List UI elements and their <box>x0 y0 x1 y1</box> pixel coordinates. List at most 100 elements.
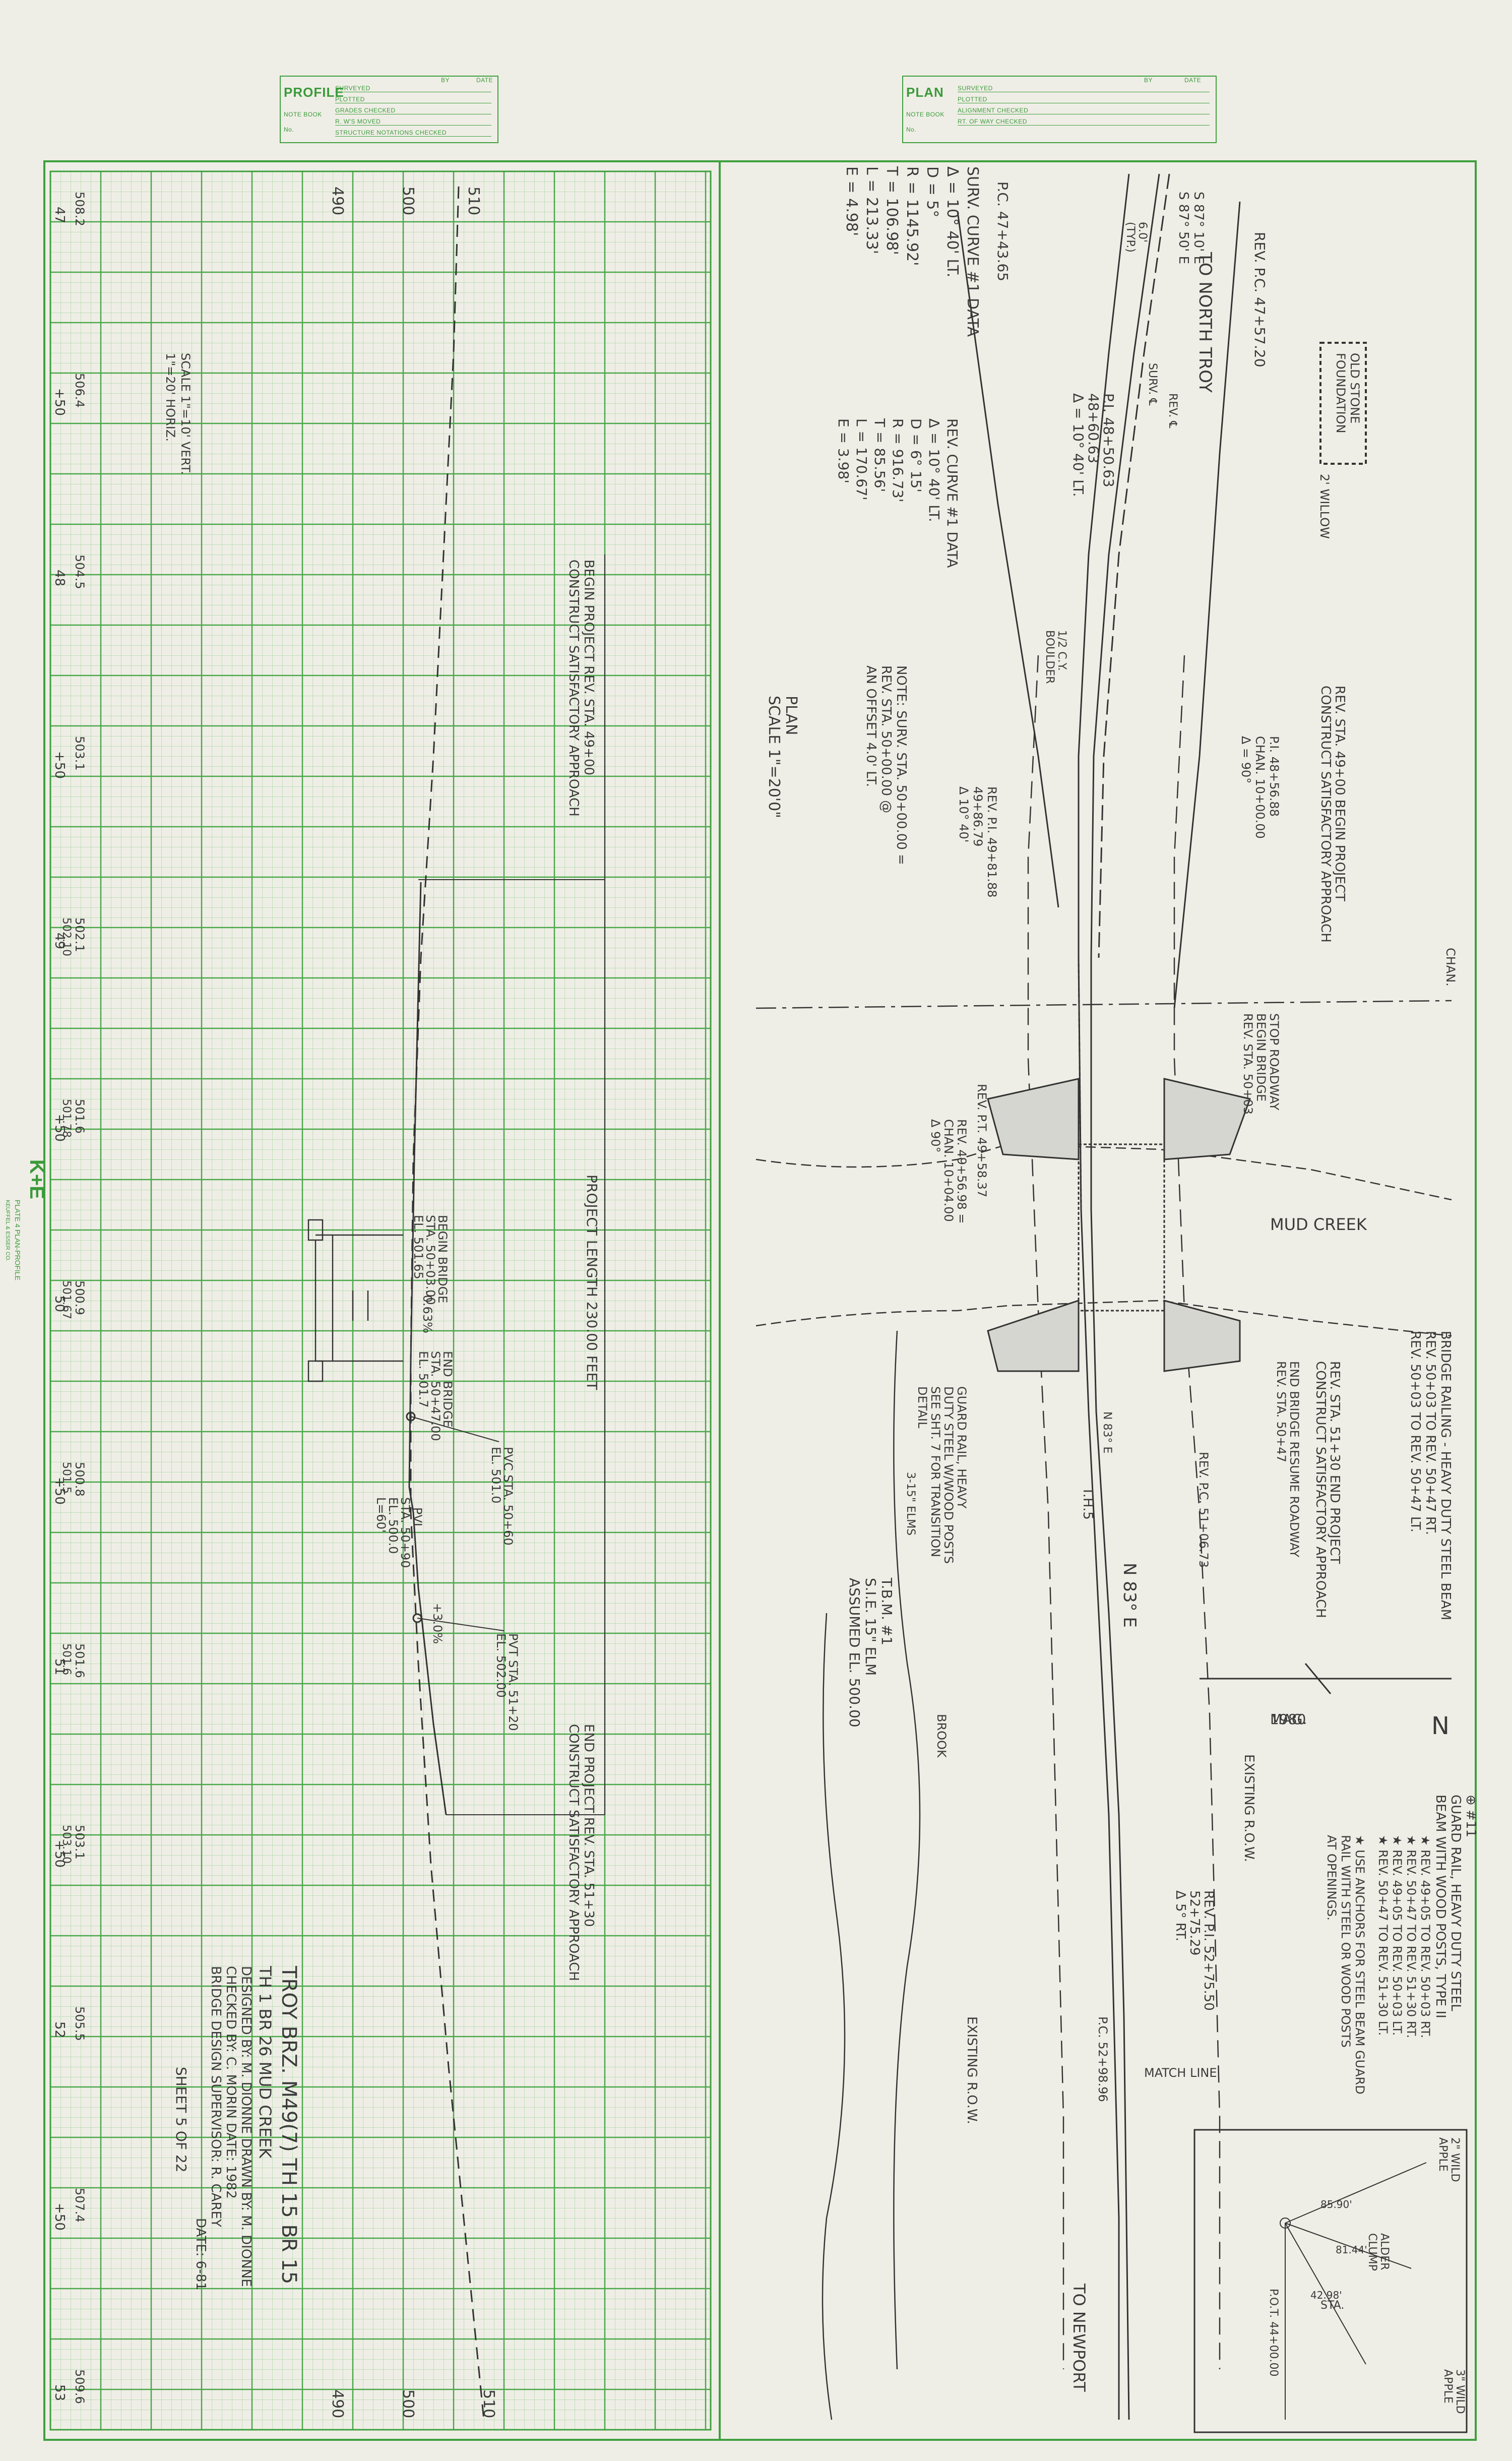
rev-pc-label: REV. P.C. 47+57.20 <box>1251 232 1268 367</box>
tie-distance: 42.98' <box>1310 2289 1342 2301</box>
station-label: +50 <box>52 2203 67 2231</box>
scale-top-500: 500 <box>399 187 417 215</box>
tie-label: CLUMP <box>1366 2233 1378 2271</box>
rev-pi-2-label: Δ 5° RT. <box>1173 1890 1188 1941</box>
svg-text:STA. 50+03.00: STA. 50+03.00 <box>423 1215 437 1305</box>
elevation-label: 500.9 <box>73 1280 87 1315</box>
svg-text:BRIDGE DESIGN SUPERVISOR: R. C: BRIDGE DESIGN SUPERVISOR: R. CAREY <box>208 1966 223 2227</box>
existing-row-2-label: EXISTING R.O.W. <box>964 2016 979 2124</box>
surv-centerline-label: SURV. ℄ <box>1146 363 1159 406</box>
profile_block-row: SURVEYED <box>335 85 491 92</box>
bridge-railing-label: REV. 50+03 TO REV. 50+47 LT. <box>1408 1331 1423 1532</box>
rev-centerline-label: REV. ℄ <box>1166 393 1179 428</box>
north-label: N <box>1431 1712 1450 1740</box>
tie-label: STA. <box>1320 2299 1344 2312</box>
profile-bridge <box>307 1219 403 1382</box>
scale-bottom-510: 510 <box>480 2389 497 2418</box>
note-label: REV. STA. 50+00.00 @ <box>878 665 894 813</box>
anchor-note: AT OPENINGS. <box>1325 1835 1339 1921</box>
plan-label: PLAN <box>906 85 944 100</box>
station-label: 53 <box>52 2384 67 2401</box>
bridge-railing-label: REV. 50+03 TO REV. 50+47 RT. <box>1423 1331 1438 1535</box>
surv-curve-data: L = 213.33' <box>863 166 880 254</box>
surv-curve-data: T = 106.98' <box>883 166 901 255</box>
scale-bottom-490: 490 <box>329 2389 346 2418</box>
profile-top-scale: 490 500 510 490 500 510 <box>329 187 497 2418</box>
rev-chan-label: CHAN. 10+04.00 <box>941 1119 956 1222</box>
station-label: +50 <box>52 1840 67 1868</box>
surv-curve-data: SURV. CURVE #1 DATA <box>964 166 981 337</box>
station-label: 47 <box>52 207 67 223</box>
tie-label: P.O.T. 44+00.00 <box>1267 2289 1280 2376</box>
mud-creek <box>755 1143 1452 2420</box>
sheet-border <box>43 160 1477 2441</box>
guard-rail-2-label: ⊕ #11 <box>1463 1795 1478 1837</box>
svg-text:BEGIN PROJECT REV. STA. 49+00: BEGIN PROJECT REV. STA. 49+00 <box>581 560 596 775</box>
elevation-label: 502.1 <box>73 917 87 952</box>
station-label: +50 <box>52 751 67 779</box>
rev-curve-data: D = 6° 15' <box>908 418 924 493</box>
guard-rail-label: DETAIL <box>915 1386 929 1429</box>
end-bridge-label: END BRIDGE RESUME ROADWAY <box>1287 1361 1301 1557</box>
station-label: 51 <box>52 1658 67 1675</box>
old-stone-label: OLD STONE <box>1348 353 1362 423</box>
elevation-red-label: 501.6 <box>60 1643 73 1675</box>
chan-label: CHAN. <box>1443 948 1458 987</box>
svg-text:EL. 501.65: EL. 501.65 <box>411 1215 425 1279</box>
surv-curve-data: Δ = 10° 40' LT. <box>943 166 961 277</box>
chan-centerline <box>755 1000 1452 1009</box>
surv-curve-data: D = 5° <box>923 166 941 217</box>
end-bridge-label: REV. STA. 50+47 <box>1274 1361 1288 1462</box>
match-line-label: MATCH LINE <box>1144 2066 1217 2080</box>
grade-2: +3.0% <box>430 1603 445 1644</box>
svg-text:PVT STA. 51+20: PVT STA. 51+20 <box>506 1633 520 1731</box>
existing-row-label: EXISTING R.O.W. <box>1241 1754 1256 1862</box>
guard-rail-2-label: GUARD RAIL, HEAVY DUTY STEEL <box>1448 1795 1463 2011</box>
profile_block-row: R. W'S MOVED <box>335 118 491 126</box>
mag-label: 1980 <box>1270 1711 1306 1728</box>
rev-pi-label: 49+86.79 <box>971 786 985 846</box>
station-label: 50 <box>52 1296 67 1312</box>
rev-curve-data: R = 916.73' <box>890 418 906 502</box>
tie-label: APPLE <box>1436 2137 1449 2172</box>
guard-list: ★ REV. 49+05 TO REV. 50+03 LT. <box>1390 1835 1404 2036</box>
title-block: TROY BRZ. M49(7) TH 15 BR 15 TH 1 BR 26 … <box>173 1965 300 2291</box>
begin-project-label: REV. STA. 49+00 BEGIN PROJECT <box>1332 686 1347 901</box>
plan_block-row: RT. OF WAY CHECKED <box>958 118 1210 126</box>
plan-scale-label: PLAN <box>782 696 800 735</box>
svg-text:PVC STA. 50+60: PVC STA. 50+60 <box>501 1447 515 1546</box>
rev-pi-label: Δ 10° 40' <box>957 786 971 842</box>
surv-curve-data: E = 4.98' <box>843 166 860 236</box>
stop-roadway-label: REV. STA. 50+03 <box>1241 1013 1255 1115</box>
elevation-label: 501.6 <box>73 1643 87 1678</box>
rev-curve-data: L = 170.67' <box>853 418 870 501</box>
rev-pt-label: REV. P.T. 49+58.37 <box>975 1084 989 1197</box>
svg-text:END PROJECT REV. STA. 51+30: END PROJECT REV. STA. 51+30 <box>581 1724 596 1927</box>
svg-text:EL. 502.00: EL. 502.00 <box>494 1633 508 1698</box>
grade-1: -0.63% <box>420 1290 434 1333</box>
plan_block-row: ALIGNMENT CHECKED <box>958 107 1210 114</box>
svg-text:CHECKED BY: C. MORIN DATE: 19: CHECKED BY: C. MORIN DATE: 1982 <box>223 1966 238 2199</box>
tie-distance: 81.44' <box>1336 2244 1367 2256</box>
to-newport-label: TO NEWPORT <box>1069 2283 1089 2392</box>
plan-bridge <box>987 1078 1251 1372</box>
pc-label: P.C. 47+43.65 <box>994 181 1011 281</box>
profile_block-row: PLOTTED <box>335 96 491 103</box>
profile-end-project: END PROJECT REV. STA. 51+30 CONSTRUCT SA… <box>446 1724 605 1981</box>
elevation-label: 508.2 <box>73 192 87 226</box>
begin-project-label: CONSTRUCT SATISFACTORY APPROACH <box>1318 686 1333 943</box>
elevation-red-label: 501.5 <box>60 1462 73 1494</box>
typ-label: 6.0' <box>1136 222 1149 242</box>
boulder-label: BOULDER <box>1043 630 1056 684</box>
guard-rail-2-label: BEAM WITH WOOD POSTS, TYPE II <box>1433 1795 1448 2018</box>
elevation-red-label: 501.78 <box>60 1099 73 1138</box>
svg-text:DESIGNED BY: M. DIONNE DRAWN: DESIGNED BY: M. DIONNE DRAWN BY: M. DION… <box>238 1966 254 2287</box>
guard-rail-label: DUTY STEEL W/WOOD POSTS <box>941 1386 956 1564</box>
end-bridge-label: END BRIDGE <box>440 1351 455 1428</box>
guard-list: ★ REV. 49+05 TO REV. 50+03 RT. <box>1418 1835 1432 2038</box>
plan_block-row: PLOTTED <box>958 96 1210 103</box>
to-north-troy-label: TO NORTH TROY <box>1195 252 1215 393</box>
svg-text:PROJECT LENGTH 230.00 FEET: PROJECT LENGTH 230.00 FEET <box>584 1175 600 1390</box>
plan_block-row: SURVEYED <box>958 85 1210 92</box>
